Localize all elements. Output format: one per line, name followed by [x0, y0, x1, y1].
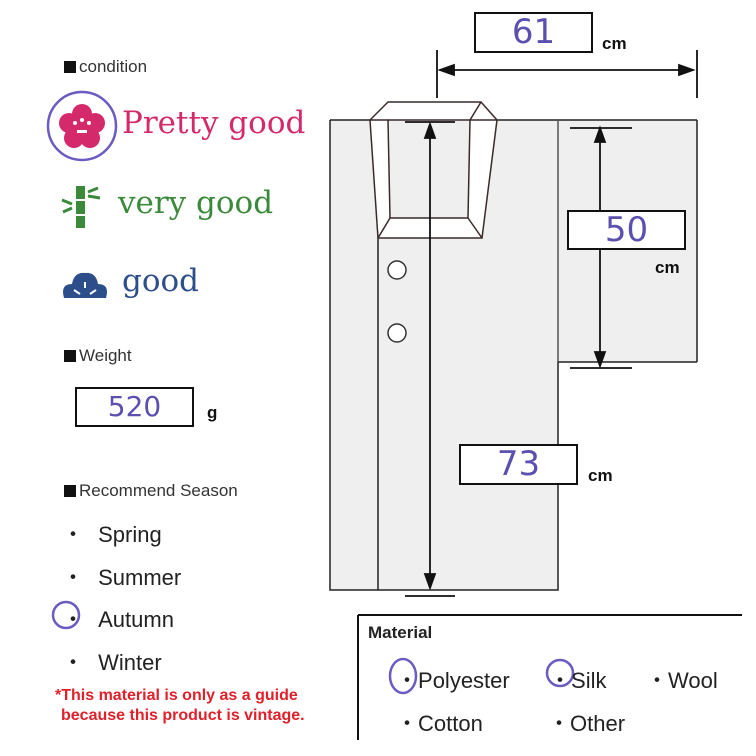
- weight-heading: Weight: [64, 346, 132, 366]
- condition-pretty-good: Pretty good: [122, 105, 306, 141]
- season-label: Autumn: [98, 607, 174, 632]
- weight-unit: g: [207, 403, 218, 422]
- weight-value: 520: [75, 387, 194, 427]
- season-label: Spring: [98, 522, 162, 547]
- sleeve-length-unit: cm: [655, 258, 680, 277]
- sleeve-width-value: 61: [474, 12, 593, 53]
- button-icon: [387, 323, 407, 343]
- body-length-unit: cm: [588, 466, 613, 485]
- collar: [369, 101, 498, 239]
- season-heading: Recommend Season: [64, 481, 238, 501]
- material-label: Cotton: [418, 711, 483, 736]
- season-spring: ・ Spring: [62, 522, 162, 547]
- vintage-note: *This material is only as a guide becaus…: [55, 686, 305, 726]
- body-length-value: 73: [459, 444, 578, 485]
- bamboo-icon: [61, 186, 101, 228]
- material-label: Other: [570, 711, 626, 736]
- season-autumn: ・ Autumn: [62, 607, 174, 632]
- sleeve-width-unit: cm: [602, 34, 627, 53]
- button-icon: [387, 260, 407, 280]
- note-line: *This material is only as a guide: [55, 687, 298, 704]
- material-silk: ・Silk: [549, 668, 607, 693]
- material-other: ・Other: [548, 711, 626, 736]
- dimension-arrows: [405, 50, 698, 597]
- material-cotton: ・Cotton: [396, 711, 483, 736]
- material-polyester: ・Polyester: [396, 668, 510, 693]
- material-wool: ・Wool: [646, 668, 718, 693]
- sleeve-length-value: 50: [567, 210, 686, 250]
- pine-icon: [63, 272, 107, 298]
- season-label: Winter: [98, 650, 162, 675]
- season-summer: ・ Summer: [62, 565, 182, 590]
- material-label: Wool: [668, 668, 718, 693]
- material-label: Polyester: [418, 668, 510, 693]
- season-winter: ・ Winter: [62, 650, 162, 675]
- condition-very-good: very good: [118, 185, 274, 221]
- note-line: because this product is vintage.: [61, 707, 305, 724]
- selection-circles: [46, 90, 575, 695]
- plum-blossom-icon: [59, 104, 105, 148]
- material-label: Silk: [571, 668, 607, 693]
- material-heading: Material: [368, 623, 433, 642]
- season-label: Summer: [98, 565, 182, 590]
- condition-good: good: [122, 263, 200, 299]
- material-box-border: [357, 614, 742, 740]
- condition-heading: condition: [64, 57, 147, 77]
